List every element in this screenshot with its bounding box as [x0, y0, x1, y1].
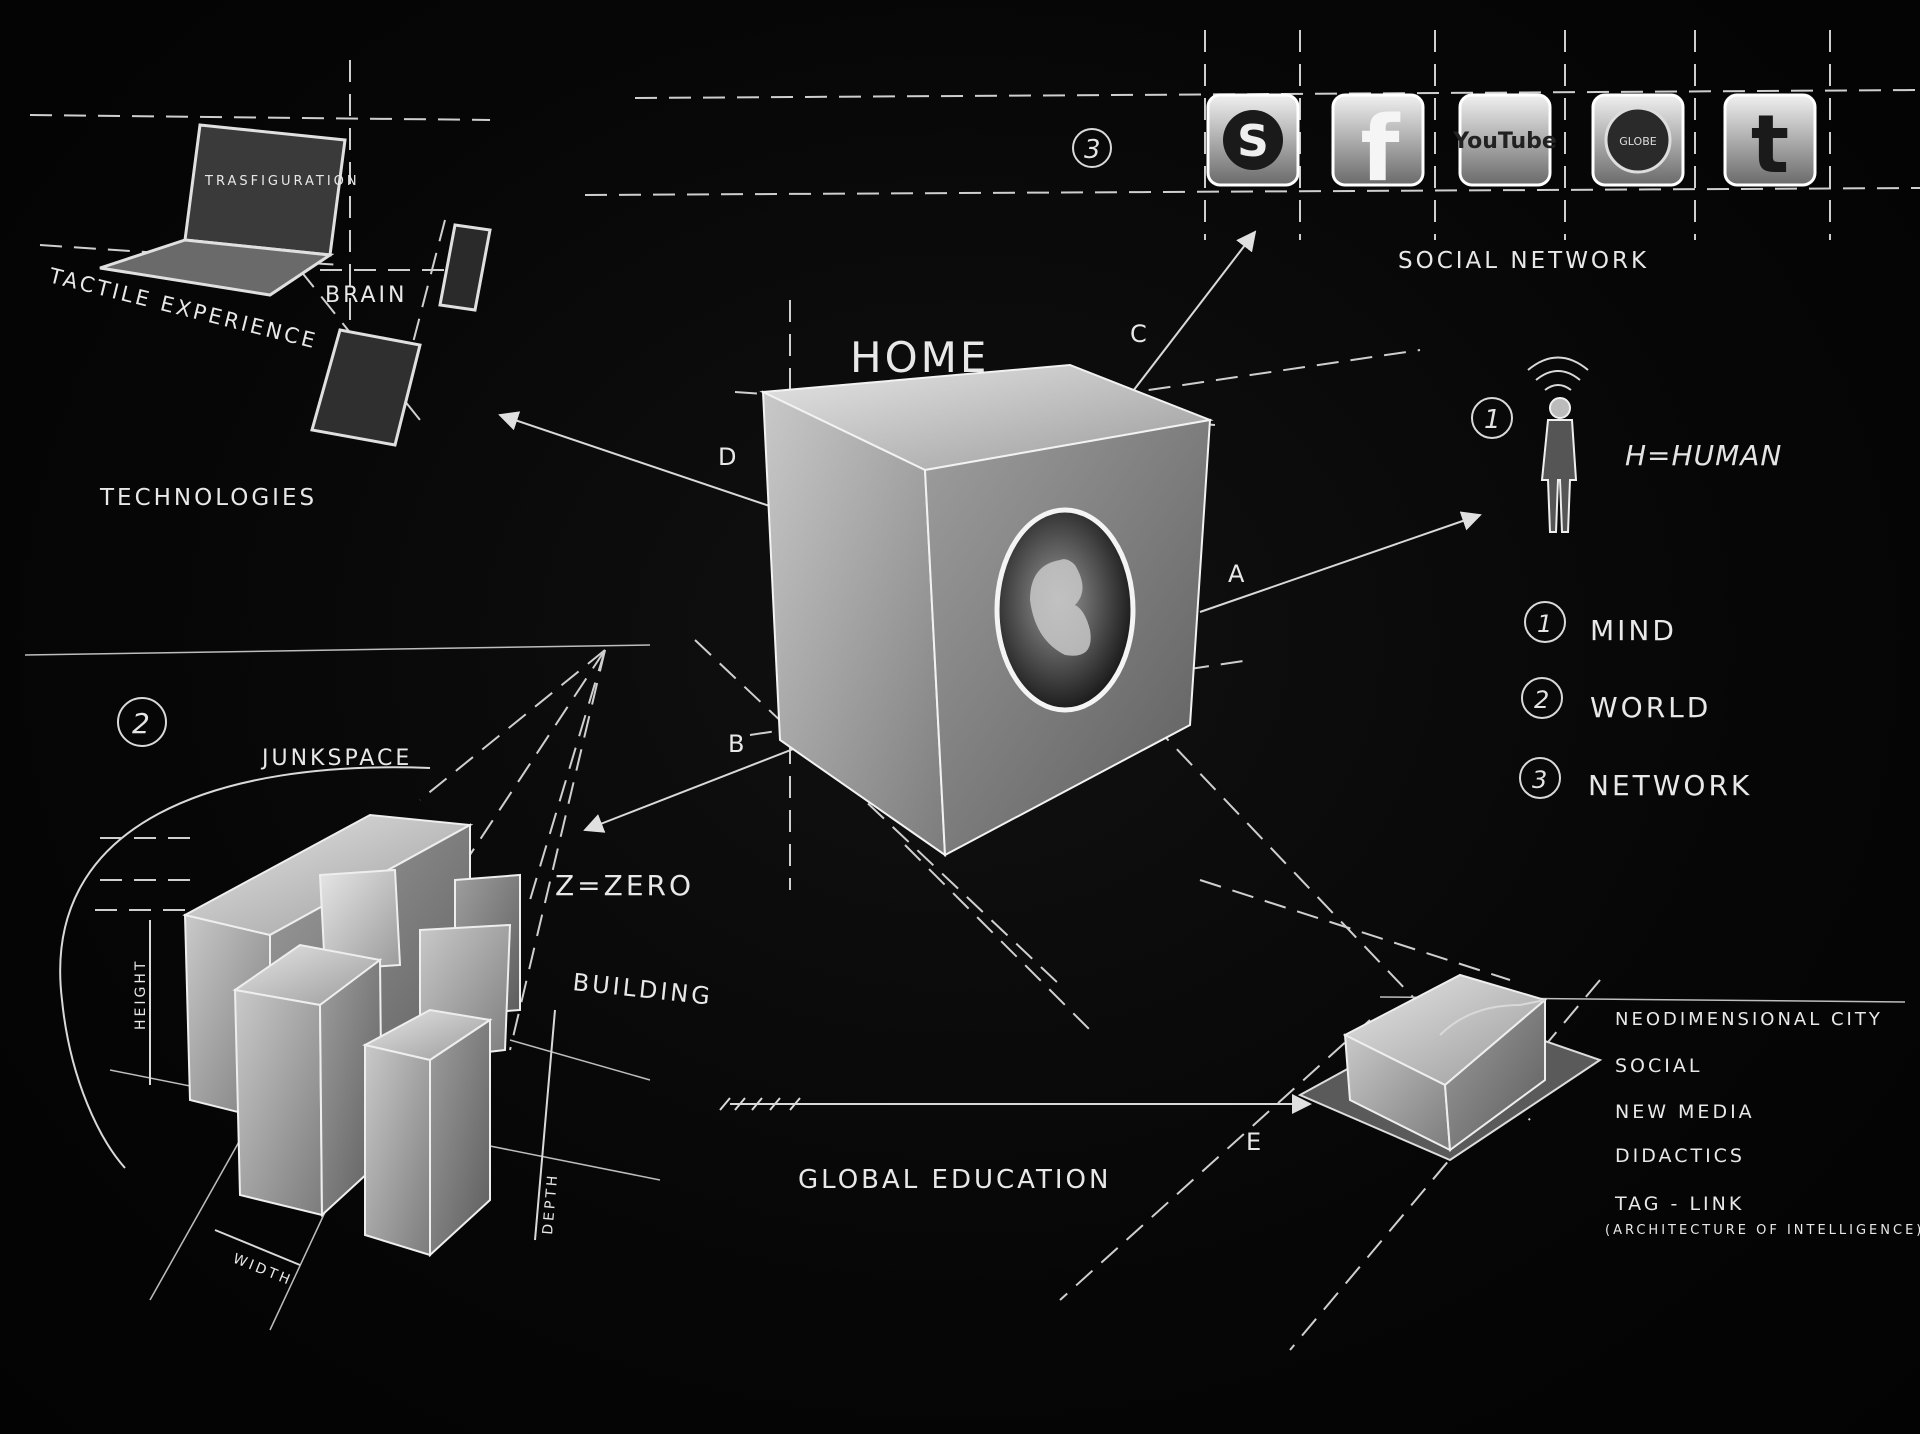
dimension-lines	[95, 837, 556, 1266]
legend-item-world: 2 WORLD	[1521, 677, 1711, 724]
global-education-label: GLOBAL EDUCATION	[798, 1165, 1111, 1195]
city-model	[1297, 973, 1603, 1162]
tablet-icon	[310, 328, 422, 447]
city-wall	[1443, 997, 1546, 1152]
social-icons-row: S f YouTube GLOBE t	[1206, 93, 1817, 202]
arrow-e-fletching	[719, 1097, 801, 1111]
svg-text:2: 2	[1534, 686, 1549, 714]
svg-text:t: t	[1751, 98, 1789, 191]
axis-a-label: A	[1228, 560, 1247, 588]
home-cube	[759, 363, 1214, 857]
svg-text:1: 1	[1537, 610, 1552, 638]
legend-item-network: 3 NETWORK	[1519, 757, 1752, 802]
city-item-tag-link: TAG - LINK	[1614, 1193, 1744, 1215]
axis-b-label: B	[728, 730, 747, 758]
home-label: HOME	[850, 333, 989, 382]
svg-text:GLOBE: GLOBE	[1619, 135, 1656, 148]
technologies-group: TRASFIGURATION	[99, 123, 492, 447]
depth-label: DEPTH	[540, 1172, 561, 1235]
laptop-screen-text: TRASFIGURATION	[204, 174, 360, 189]
height-label: HEIGHT	[133, 959, 149, 1030]
svg-text:3: 3	[1084, 135, 1101, 165]
junkspace-arc	[59, 766, 431, 1169]
laptop-screen	[183, 123, 347, 257]
svg-text:WORLD: WORLD	[1590, 691, 1711, 724]
svg-text:S: S	[1237, 116, 1269, 167]
city-item-social: SOCIAL	[1615, 1055, 1702, 1077]
laptop-keyboard	[99, 238, 335, 297]
axis-d-label: D	[718, 443, 739, 471]
technologies-label: TECHNOLOGIES	[99, 485, 317, 511]
arrow-c	[1129, 230, 1257, 396]
building-block	[364, 1043, 431, 1257]
phone-icon	[438, 223, 492, 312]
human-label: H=HUMAN	[1625, 439, 1782, 472]
social-network-label: SOCIAL NETWORK	[1398, 248, 1649, 274]
globe-icon: GLOBE	[1591, 93, 1685, 187]
svg-text:2: 2	[132, 707, 150, 740]
youtube-icon: YouTube	[1452, 93, 1557, 187]
svg-text:f: f	[1360, 97, 1400, 202]
axis-e-label: E	[1246, 1128, 1264, 1156]
junkspace-number: 2	[117, 697, 167, 747]
legend-item-mind: 1 MIND	[1524, 601, 1677, 647]
human-figure-icon	[1527, 356, 1589, 533]
svg-text:1: 1	[1484, 405, 1501, 435]
human-number: 1	[1471, 397, 1513, 439]
z-zero-label: Z=ZERO	[555, 869, 694, 902]
width-label: WIDTH	[231, 1251, 295, 1289]
facebook-icon: f	[1331, 93, 1425, 202]
city-item-neodimensional: NEODIMENSIONAL CITY	[1615, 1009, 1883, 1030]
arrow-d	[498, 411, 806, 519]
building-block	[429, 1018, 491, 1258]
building-block	[318, 868, 402, 972]
svg-text:MIND: MIND	[1590, 614, 1677, 647]
svg-text:3: 3	[1532, 766, 1547, 794]
city-list: NEODIMENSIONAL CITY SOCIAL NEW MEDIA DID…	[1605, 1009, 1920, 1238]
skype-icon: S	[1206, 93, 1300, 187]
arrow-a	[1199, 511, 1482, 613]
city-item-new-media: NEW MEDIA	[1615, 1101, 1755, 1123]
svg-text:NETWORK: NETWORK	[1588, 769, 1752, 802]
twitter-icon: t	[1723, 93, 1817, 191]
city-item-didactics: DIDACTICS	[1615, 1145, 1745, 1167]
social-number: 3	[1072, 128, 1112, 168]
brain-label: BRAIN	[325, 283, 407, 308]
embryo-icon	[1030, 559, 1091, 656]
axis-c-label: C	[1130, 320, 1150, 348]
junkspace-buildings	[182, 813, 521, 1258]
svg-text:YouTube: YouTube	[1452, 129, 1557, 154]
city-note: (ARCHITECTURE OF INTELLIGENCE)	[1605, 1223, 1920, 1238]
building-block	[233, 988, 324, 1217]
building-label: BUILDING	[571, 968, 714, 1011]
